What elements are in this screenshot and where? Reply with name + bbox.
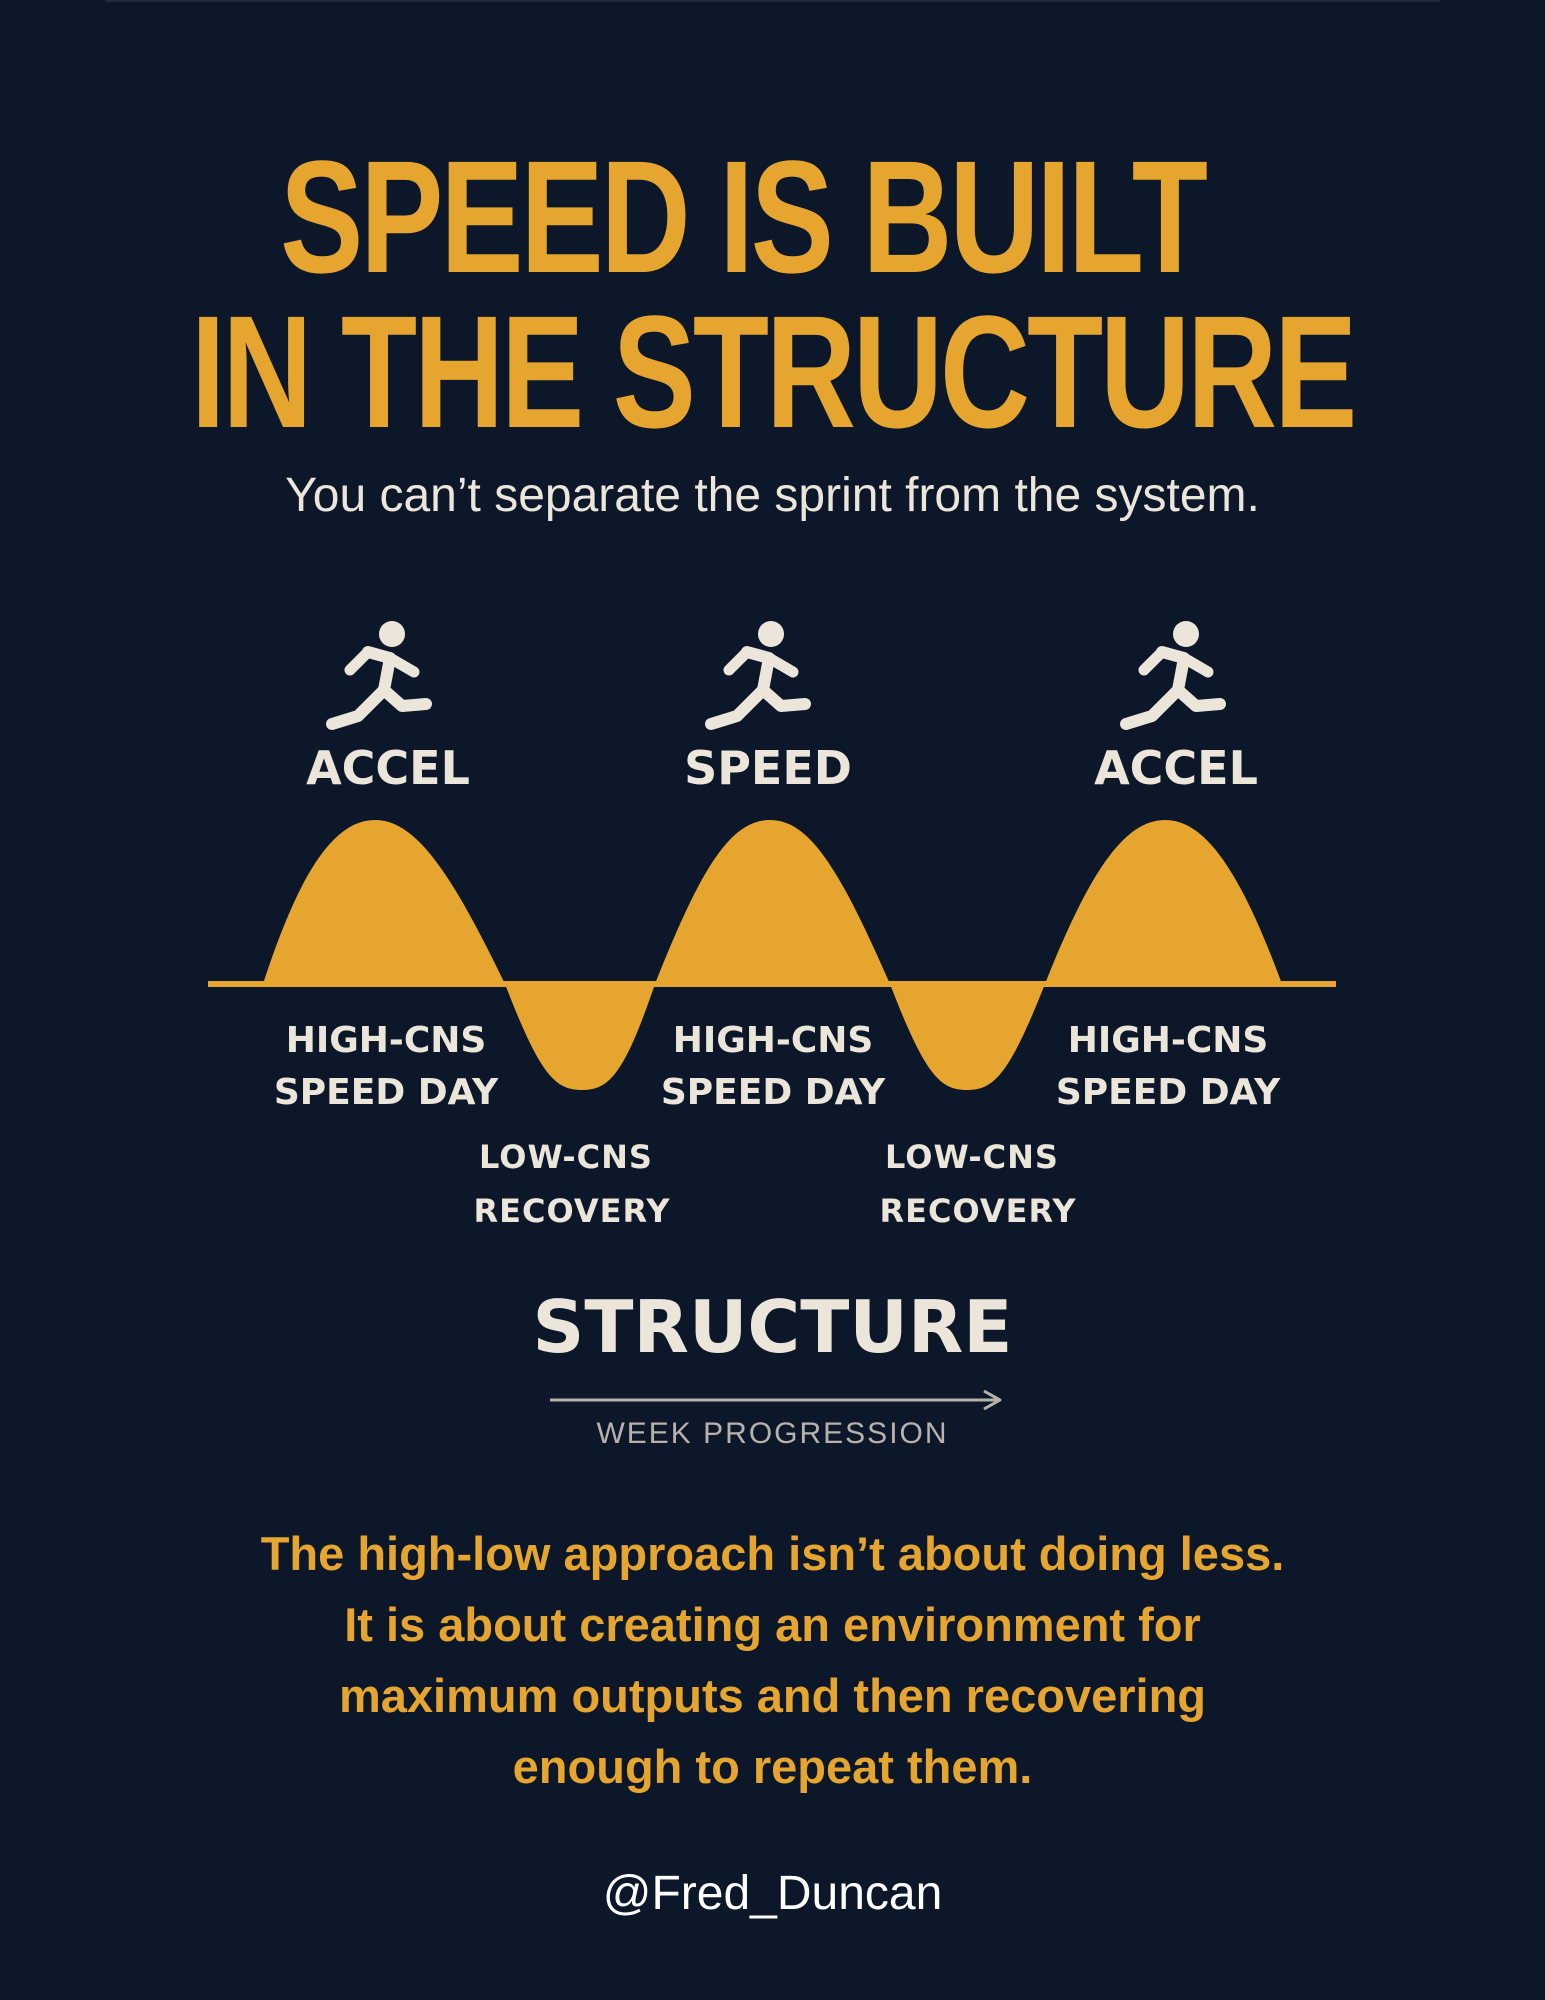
- body-line-2: It is about creating an environment for: [344, 1598, 1201, 1651]
- peak-label-2: SPEED: [684, 741, 852, 795]
- peak-caption-1-line-1: HIGH-CNS: [286, 1020, 487, 1061]
- body-line-4: enough to repeat them.: [512, 1740, 1033, 1793]
- sprinter-icon: [1126, 621, 1220, 724]
- title-line-2: IN THE STRUCTURE: [190, 282, 1358, 461]
- body-line-3: maximum outputs and then recovering: [338, 1669, 1207, 1722]
- body-line-1: The high-low approach isn’t about doing …: [260, 1527, 1285, 1580]
- author-handle: @Fred_Duncan: [602, 1867, 943, 1920]
- high-low-wave-diagram: ACCEL SPEED ACCEL HIGH-CNS SPEED DAY HIG…: [208, 600, 1336, 1230]
- body-copy: The high-low approach isn’t about doing …: [0, 1518, 1545, 1802]
- wave-shape: [263, 820, 1282, 1090]
- peak-caption-2-line-1: HIGH-CNS: [673, 1020, 874, 1061]
- peak-caption-3-line-1: HIGH-CNS: [1068, 1020, 1269, 1061]
- title-line-1: SPEED IS BUILT: [280, 127, 1208, 306]
- sprinter-icon: [711, 621, 805, 724]
- trough-caption-1-line-1: LOW-CNS: [479, 1138, 653, 1176]
- structure-label: STRUCTURE: [532, 1285, 1013, 1369]
- axis-label: WEEK PROGRESSION: [596, 1417, 949, 1450]
- progression-arrow-icon: [550, 1389, 1002, 1411]
- subtitle: You can’t separate the sprint from the s…: [285, 469, 1260, 522]
- peak-caption-2-line-2: SPEED DAY: [661, 1072, 886, 1113]
- peak-label-3: ACCEL: [1094, 741, 1258, 795]
- trough-caption-2-line-1: LOW-CNS: [885, 1138, 1059, 1176]
- sprinter-icon: [332, 621, 426, 724]
- baseline: [208, 981, 1336, 987]
- peak-caption-1-line-2: SPEED DAY: [274, 1072, 499, 1113]
- peak-caption-3-line-2: SPEED DAY: [1056, 1072, 1281, 1113]
- trough-caption-1-line-2: RECOVERY: [473, 1192, 670, 1230]
- top-divider: [105, 0, 1440, 2]
- peak-label-1: ACCEL: [306, 741, 470, 795]
- trough-caption-2-line-2: RECOVERY: [879, 1192, 1076, 1230]
